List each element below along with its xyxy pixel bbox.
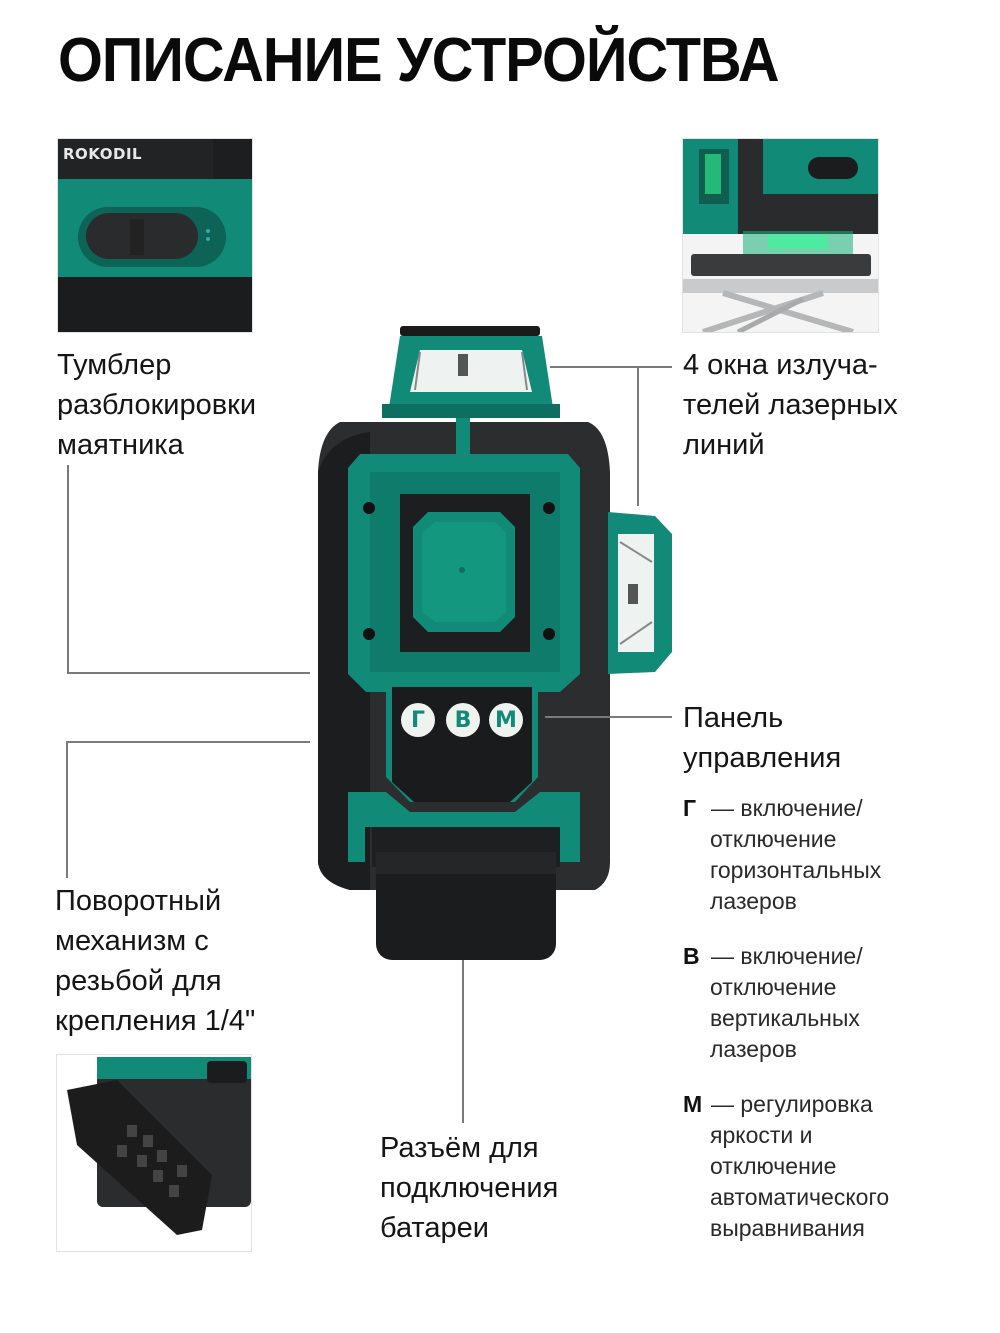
control-desc: горизонтальных <box>710 857 882 883</box>
callout-line: 4 окна излуча- <box>683 349 878 381</box>
laser-level-device: Г В М <box>310 322 680 962</box>
control-desc: отключение <box>710 826 837 852</box>
leader-line-windows-vertical <box>637 366 639 506</box>
leader-line-pendulum-horizontal <box>67 672 310 674</box>
control-desc: лазеров <box>710 1036 797 1062</box>
callout-line: подключения <box>380 1172 559 1204</box>
leader-line-panel-horizontal <box>545 716 672 718</box>
button-mode[interactable]: М <box>489 703 523 737</box>
callout-line: управления <box>683 742 842 774</box>
control-item-horizontal: Г— включение/ отключение горизонтальных … <box>683 793 881 917</box>
control-desc: лазеров <box>710 888 797 914</box>
callout-line: Разъём для <box>380 1132 539 1164</box>
control-desc: отключение <box>710 1153 837 1179</box>
control-item-mode: М — регулировка яркости и отключение авто… <box>683 1089 889 1244</box>
control-desc: — включение/ <box>711 795 863 821</box>
page-title: ОПИСАНИЕ УСТРОЙСТВА <box>58 26 780 95</box>
horizontal-laser-icon: Г <box>410 707 426 733</box>
callout-laser-windows: 4 окна излуча- телей лазерных линий <box>683 345 898 465</box>
mode-icon: М <box>495 707 517 733</box>
pendulum-switch-photo: ROKODIL <box>57 138 253 333</box>
control-desc: автоматического <box>710 1184 890 1210</box>
callout-line: маятника <box>57 429 184 461</box>
callout-line: телей лазерных <box>683 389 898 421</box>
callout-rotary-mount: Поворотный механизм с резьбой для крепле… <box>55 881 255 1041</box>
callout-line: разблокировки <box>57 389 257 421</box>
pendulum-switch-illustration <box>58 139 252 332</box>
rotary-mount-photo <box>56 1054 252 1252</box>
leader-line-mount-vertical <box>66 741 68 878</box>
button-horizontal-lasers[interactable]: Г <box>401 703 435 737</box>
callout-line: механизм с <box>55 925 209 957</box>
laser-windows-photo <box>682 138 879 333</box>
control-key: М <box>683 1091 703 1117</box>
callout-line: Панель <box>683 702 784 734</box>
control-desc: — включение/ <box>711 943 863 969</box>
leader-line-mount-horizontal <box>66 741 310 743</box>
control-desc: — регулировка <box>711 1091 873 1117</box>
control-desc: отключение <box>710 974 837 1000</box>
callout-control-panel: Панель управления <box>683 698 841 778</box>
control-desc: вертикальных <box>710 1005 860 1031</box>
callout-line: батареи <box>380 1212 489 1244</box>
control-key: Г <box>683 795 697 821</box>
button-vertical-lasers[interactable]: В <box>446 703 480 737</box>
laser-level-illustration <box>318 326 672 960</box>
control-desc: яркости и <box>710 1122 813 1148</box>
rotary-mount-illustration <box>57 1055 251 1251</box>
callout-pendulum-switch: Тумблер разблокировки маятника <box>57 345 256 465</box>
laser-windows-illustration <box>683 139 878 332</box>
control-item-vertical: В — включение/ отключение вертикальных ла… <box>683 941 863 1065</box>
callout-line: Поворотный <box>55 885 222 917</box>
callout-line: линий <box>683 429 765 461</box>
brand-logo: ROKODIL <box>63 145 143 163</box>
control-key: В <box>683 943 700 969</box>
callout-battery-connector: Разъём для подключения батареи <box>380 1128 558 1248</box>
callout-line: крепления 1/4" <box>55 1005 256 1037</box>
callout-line: резьбой для <box>55 965 222 997</box>
callout-line: Тумблер <box>57 349 172 381</box>
leader-line-battery-vertical <box>462 960 464 1123</box>
vertical-laser-icon: В <box>454 707 472 733</box>
leader-line-pendulum-vertical <box>67 465 69 674</box>
control-desc: выравнивания <box>710 1215 865 1241</box>
leader-line-windows-horizontal <box>550 366 672 368</box>
